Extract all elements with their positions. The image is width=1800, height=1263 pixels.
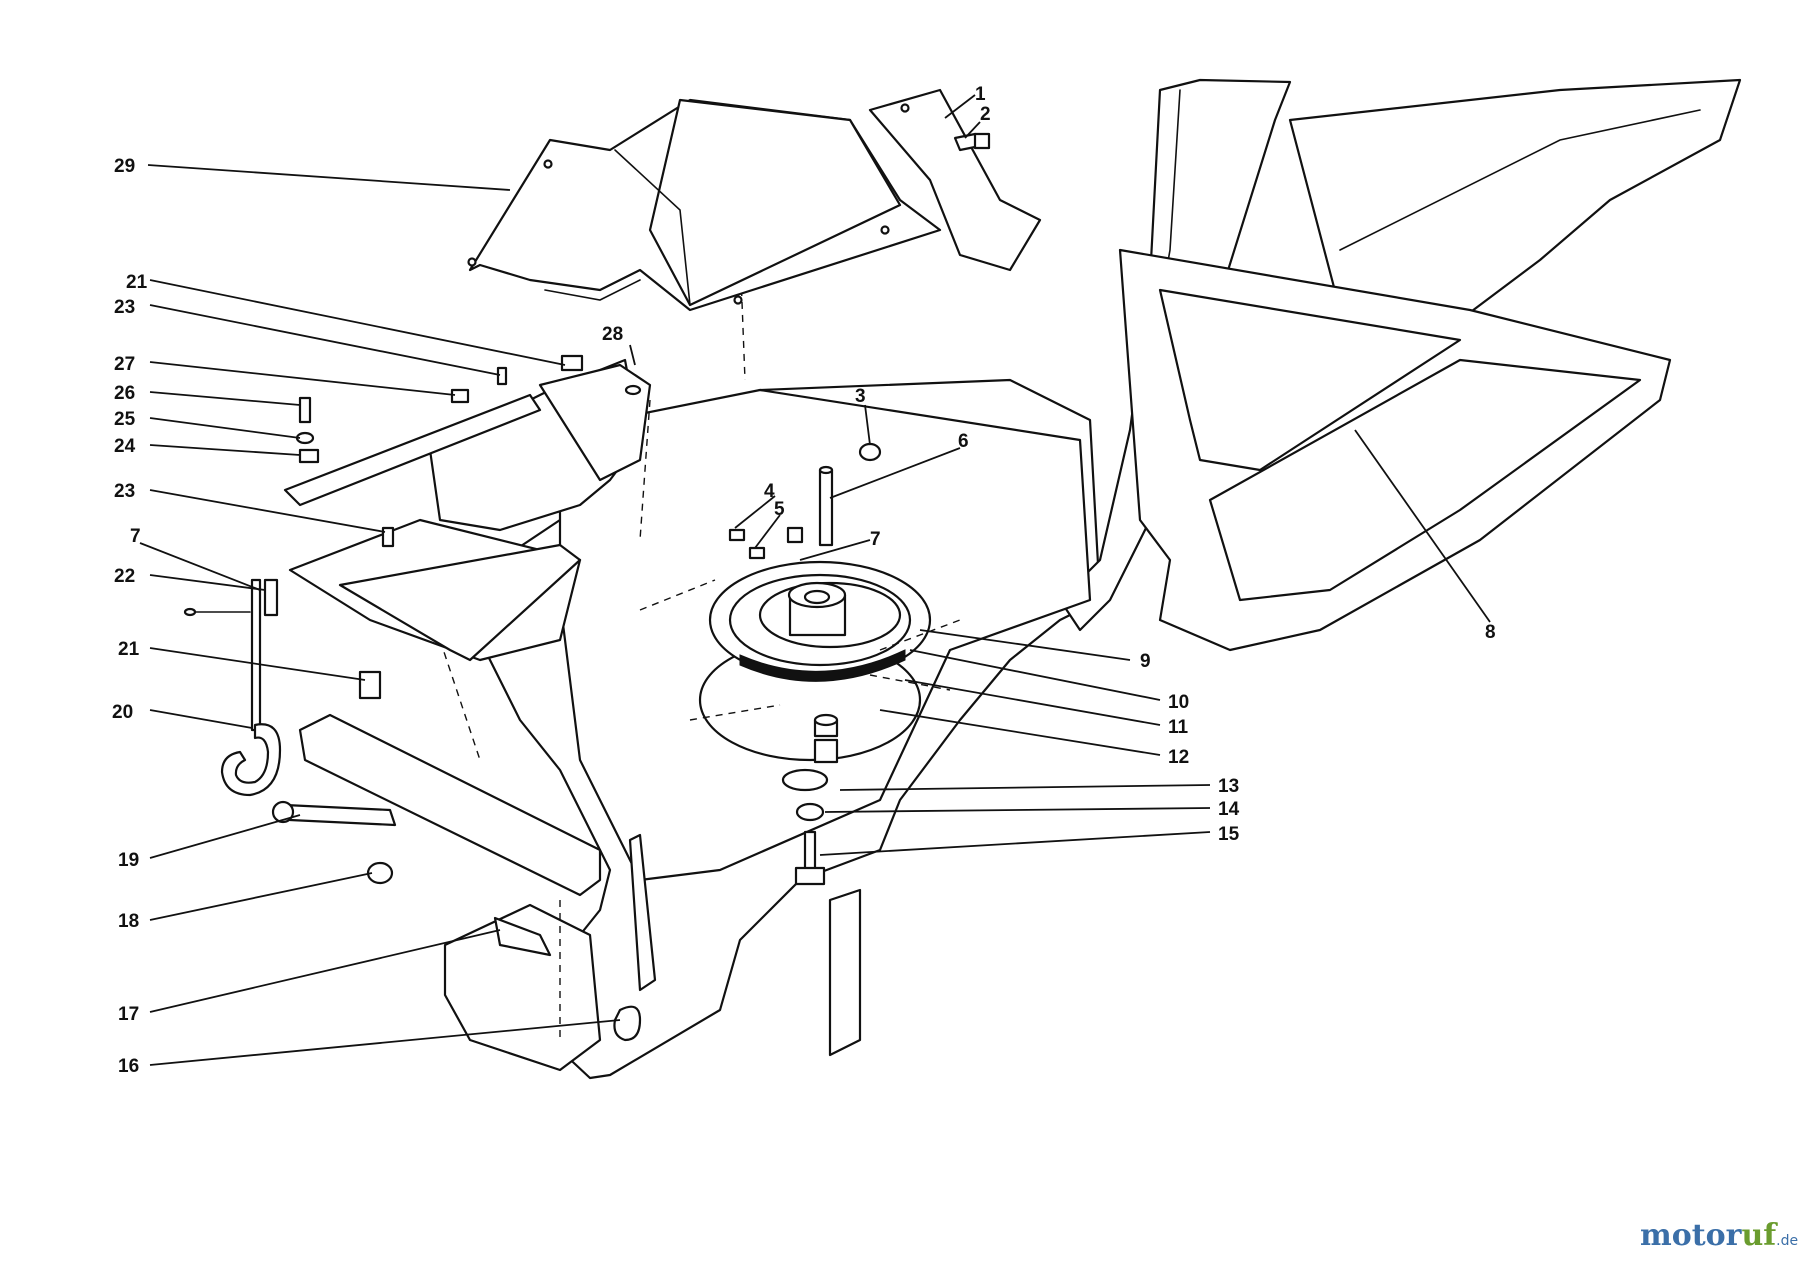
callout-7-left: 7 xyxy=(130,526,141,547)
callout-14: 14 xyxy=(1218,799,1240,820)
callout-2: 2 xyxy=(980,104,991,125)
leader-lines xyxy=(139,94,1491,1066)
front-bracket xyxy=(828,888,862,1057)
link-19 xyxy=(283,803,397,827)
callout-20: 20 xyxy=(112,702,133,723)
callout-1: 1 xyxy=(975,84,986,105)
callout-19: 19 xyxy=(118,850,139,871)
screw-4 xyxy=(728,528,746,542)
plate-24 xyxy=(298,448,320,464)
callout-21-top: 21 xyxy=(126,272,148,293)
callout-9: 9 xyxy=(1140,651,1151,672)
callout-26: 26 xyxy=(114,383,135,404)
callout-5: 5 xyxy=(774,499,785,520)
screw-23b xyxy=(381,526,395,548)
frame-right-rail-line xyxy=(1339,109,1701,251)
callout-7-right: 7 xyxy=(870,529,881,550)
deflector-28 xyxy=(428,358,652,532)
clip-5 xyxy=(748,546,766,560)
screw-23a xyxy=(496,366,508,386)
callout-23-top: 23 xyxy=(114,297,135,318)
callout-27: 27 xyxy=(114,354,135,375)
watermark-logo: motoruf.de xyxy=(1640,1218,1798,1253)
bracket-1 xyxy=(868,88,1042,272)
bolt-21a xyxy=(560,354,584,372)
callout-labels: 1 2 3 4 5 6 7 7 8 9 10 11 12 13 14 15 16… xyxy=(112,84,1496,1077)
rod-20 xyxy=(250,578,262,732)
callout-12: 12 xyxy=(1168,747,1189,768)
connector xyxy=(786,526,804,544)
callout-13: 13 xyxy=(1218,776,1239,797)
hardware xyxy=(295,354,882,885)
bolt-2 xyxy=(953,132,991,152)
callout-15: 15 xyxy=(1218,824,1240,845)
callout-21-bottom: 21 xyxy=(118,639,140,660)
washer-14 xyxy=(795,802,825,822)
footrest-tray xyxy=(1158,288,1462,472)
callout-24: 24 xyxy=(114,436,136,457)
bolt-21b xyxy=(358,670,382,700)
front-bumper xyxy=(298,713,602,897)
callout-11: 11 xyxy=(1168,717,1189,738)
shield-24 xyxy=(283,393,582,662)
watermark-suffix: .de xyxy=(1776,1233,1798,1249)
spacer-13 xyxy=(781,768,829,792)
clip-27 xyxy=(450,388,470,404)
callout-22: 22 xyxy=(114,566,135,587)
bracket-22 xyxy=(263,578,279,617)
callout-6: 6 xyxy=(958,431,969,452)
watermark-part1: motor xyxy=(1640,1218,1743,1253)
callout-23-bottom: 23 xyxy=(114,481,135,502)
link-16 xyxy=(613,1005,642,1042)
lift-linkage xyxy=(183,578,657,1042)
lift-arm xyxy=(628,833,657,992)
stud-6 xyxy=(818,468,834,547)
callout-18: 18 xyxy=(118,911,139,932)
callout-8: 8 xyxy=(1485,622,1496,643)
watermark-part2: uf xyxy=(1741,1218,1778,1253)
callout-17: 17 xyxy=(118,1004,139,1025)
callout-29: 29 xyxy=(114,156,135,177)
front-lower-shroud xyxy=(443,903,602,1072)
screw-26 xyxy=(298,396,312,424)
callout-16: 16 xyxy=(118,1056,139,1077)
electric-clutch xyxy=(639,465,961,886)
callout-3: 3 xyxy=(855,386,866,407)
callout-4: 4 xyxy=(764,481,775,502)
svg-text:motoruf.de: motoruf.de xyxy=(1640,1218,1798,1253)
callout-28: 28 xyxy=(602,324,623,345)
hood-cover xyxy=(467,98,942,312)
clip-3 xyxy=(858,442,882,462)
footrest-pan xyxy=(1208,358,1642,602)
callout-10: 10 xyxy=(1168,692,1189,713)
callout-25: 25 xyxy=(114,409,136,430)
plate-17 xyxy=(493,916,552,957)
hook-20 xyxy=(220,723,282,797)
